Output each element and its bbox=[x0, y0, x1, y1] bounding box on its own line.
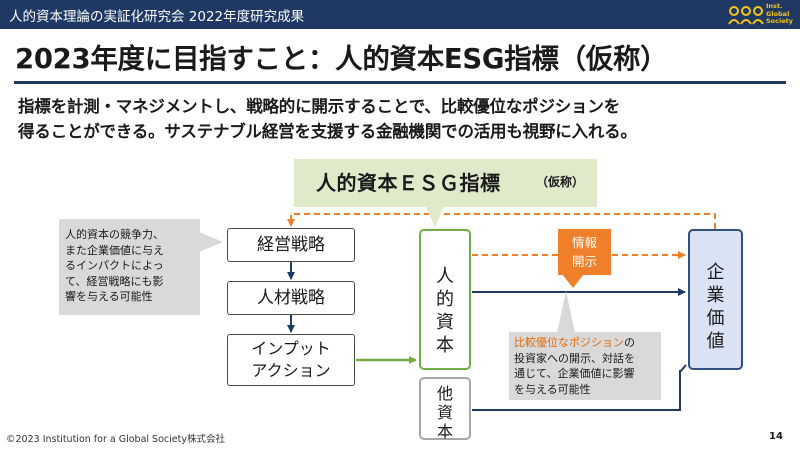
igs-logo: Inst. Global Society bbox=[728, 2, 798, 28]
information-disclosure-box: 情報 開示 bbox=[558, 229, 611, 275]
lead-line-2: 得ることができる。サステナブル経営を支援する金融機関での活用も視野に入れる。 bbox=[18, 122, 637, 141]
esg-label-pointer bbox=[425, 205, 445, 227]
input-action-box: インプット アクション bbox=[227, 334, 355, 386]
slide-title: 2023年度に目指すこと：人的資本ESG指標（仮称） bbox=[15, 43, 668, 75]
dashed-feedback-loop bbox=[287, 213, 716, 229]
page-number: 14 bbox=[769, 431, 783, 442]
disclosure-pointer bbox=[562, 274, 584, 288]
esg-indicator-title: 人的資本ＥＳＧ指標 bbox=[316, 171, 501, 195]
header-bar: 人的資本理論の実証化研究会 2022年度研究成果 Inst. Global So… bbox=[0, 0, 800, 29]
competitive-position-callout: 比較優位なポジションの 投資家への開示、対話を 通じて、企業価値に影響 を与える… bbox=[509, 332, 661, 400]
strategy-impact-callout: 人的資本の競争力、 また企業価値に与え るインパクトによっ て、経営戦略にも影 … bbox=[59, 219, 200, 315]
esg-indicator-provisional: （仮称） bbox=[536, 175, 585, 189]
title-underline bbox=[14, 81, 786, 84]
competitive-position-highlight: 比較優位なポジション bbox=[514, 336, 624, 349]
header-title: 人的資本理論の実証化研究会 2022年度研究成果 bbox=[9, 9, 305, 25]
position-callout-pointer bbox=[557, 291, 575, 333]
human-capital-box: 人 的 資 本 bbox=[419, 229, 471, 370]
corporate-value-box: 企 業 価 値 bbox=[688, 229, 743, 370]
esg-indicator-label: 人的資本ＥＳＧ指標 （仮称） bbox=[294, 159, 597, 207]
lead-text: 指標を計測・マネジメントし、戦略的に開示することで、比較優位なポジションを 得る… bbox=[18, 94, 637, 144]
logo-wordmark: Inst. Global Society bbox=[766, 2, 793, 26]
other-capital-box: 他 資 本 bbox=[419, 377, 471, 441]
management-strategy-box: 経営戦略 bbox=[227, 228, 355, 262]
strategy-callout-pointer bbox=[199, 232, 223, 252]
logo-people-icon bbox=[728, 6, 764, 25]
hr-strategy-box: 人材戦略 bbox=[227, 281, 355, 315]
copyright-footer: ©2023 Institution for a Global Society株式… bbox=[6, 434, 225, 445]
lead-line-1: 指標を計測・マネジメントし、戦略的に開示することで、比較優位なポジションを bbox=[18, 97, 620, 116]
arrow-ta-to-kigyo bbox=[472, 370, 681, 411]
